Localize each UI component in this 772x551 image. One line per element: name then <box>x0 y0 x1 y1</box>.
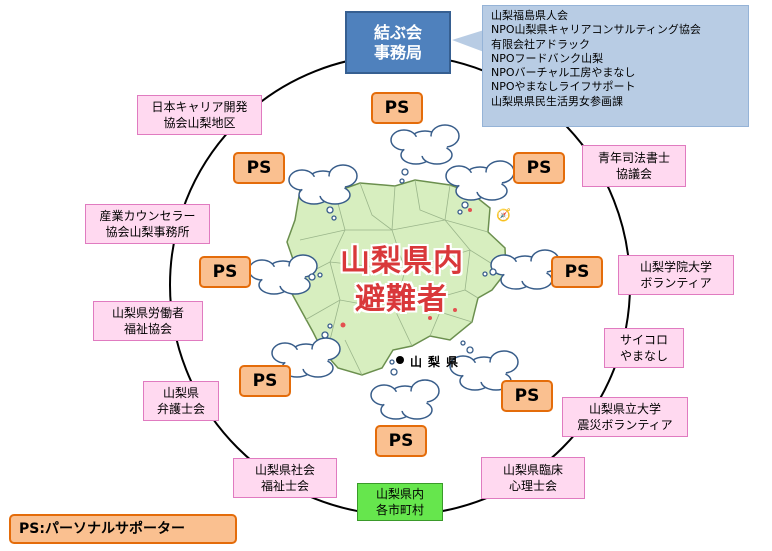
ps-box: PS <box>199 256 251 288</box>
center-title-line1: 山梨県内 <box>340 244 464 279</box>
org-labor-welfare: 山梨県労働者 福祉協会 <box>93 301 203 341</box>
thought-dots <box>308 168 497 376</box>
org-psycoro: サイコロ やまなし <box>604 328 684 368</box>
org-line: 震災ボランティア <box>577 418 673 432</box>
org-bar-association: 山梨県 弁護士会 <box>143 381 219 421</box>
org-pref-univ: 山梨県立大学 震災ボランティア <box>562 397 688 437</box>
prefecture-dot <box>396 356 404 364</box>
muni-line1: 山梨県内 <box>375 487 424 501</box>
legend-ps: PS:パーソナルサポーター <box>9 514 237 544</box>
org-line: やまなし <box>619 349 668 363</box>
org-line: 福祉士会 <box>260 479 309 493</box>
org-line: 山梨県臨床 <box>502 463 563 477</box>
hq-member: NPOフードバンク山梨 <box>491 51 604 65</box>
ps-box: PS <box>551 256 603 288</box>
org-industrial-counselor: 産業カウンセラー 協会山梨事務所 <box>85 204 210 244</box>
org-line: 協会山梨地区 <box>163 116 236 130</box>
org-line: 産業カウンセラー <box>99 209 196 223</box>
org-line: 青年司法書士 <box>597 151 670 165</box>
prefecture-label: 山梨県 <box>410 355 465 369</box>
org-clinical-psych: 山梨県臨床 心理士会 <box>481 457 585 499</box>
org-line: サイコロ <box>619 333 668 347</box>
org-line: 協議会 <box>615 167 652 181</box>
municipal-borders <box>294 179 506 376</box>
thought-cloud <box>370 379 440 420</box>
hq-member: 有限会社アドラック <box>491 37 590 51</box>
thought-cloud <box>288 164 358 205</box>
org-line: 山梨県 <box>162 386 199 400</box>
map-markers <box>340 208 472 328</box>
org-gakuin-univ: 山梨学院大学 ボランティア <box>618 255 734 295</box>
org-line: 福祉協会 <box>123 322 172 336</box>
muni-line2: 各市町村 <box>375 503 424 517</box>
compass-icon: 🧭 <box>496 208 511 222</box>
org-line: 心理士会 <box>508 479 557 493</box>
org-social-worker: 山梨県社会 福祉士会 <box>233 458 337 498</box>
ps-box: PS <box>513 152 565 184</box>
hq-members-callout: 山梨福島県人会 NPO山梨県キャリアコンサルティング協会 有限会社アドラック N… <box>482 5 749 127</box>
org-line: 協会山梨事務所 <box>105 225 190 239</box>
municipalities-box: 山梨県内 各市町村 <box>357 483 443 521</box>
thought-cloud <box>449 350 519 391</box>
org-judicial-scrivener: 青年司法書士 協議会 <box>582 145 686 187</box>
hq-member: NPOやまなしライフサポート <box>491 80 636 94</box>
ps-box: PS <box>371 92 423 124</box>
ps-box: PS <box>239 365 291 397</box>
hq-line2: 事務局 <box>373 42 422 62</box>
thought-cloud <box>445 160 515 201</box>
ps-box: PS <box>233 152 285 184</box>
hq-member: 山梨県県民生活男女参画課 <box>491 94 623 108</box>
hq-member: NPOバーチャル工房やまなし <box>491 66 636 80</box>
callout-pointer <box>452 30 484 52</box>
hq-line1: 結ぶ会 <box>373 22 422 42</box>
center-title-line2: 避難者 <box>355 282 448 317</box>
hq-member: NPO山梨県キャリアコンサルティング協会 <box>491 23 701 37</box>
org-line: 山梨県労働者 <box>111 306 184 320</box>
org-line: 山梨県社会 <box>254 463 315 477</box>
hq-member: 山梨福島県人会 <box>491 9 568 22</box>
org-line: 日本キャリア開発 <box>151 100 248 114</box>
thought-cloud <box>490 249 560 290</box>
org-line: ボランティア <box>640 276 712 290</box>
ps-box: PS <box>375 425 427 457</box>
org-japan-career: 日本キャリア開発 協会山梨地区 <box>137 95 262 135</box>
org-line: 山梨学院大学 <box>639 260 712 274</box>
hq-box: 結ぶ会 事務局 <box>345 11 451 74</box>
ps-box: PS <box>501 380 553 412</box>
org-line: 弁護士会 <box>156 402 205 416</box>
thought-cloud <box>248 254 318 295</box>
org-line: 山梨県立大学 <box>588 402 661 416</box>
thought-clouds <box>248 124 560 420</box>
thought-cloud <box>390 124 460 165</box>
